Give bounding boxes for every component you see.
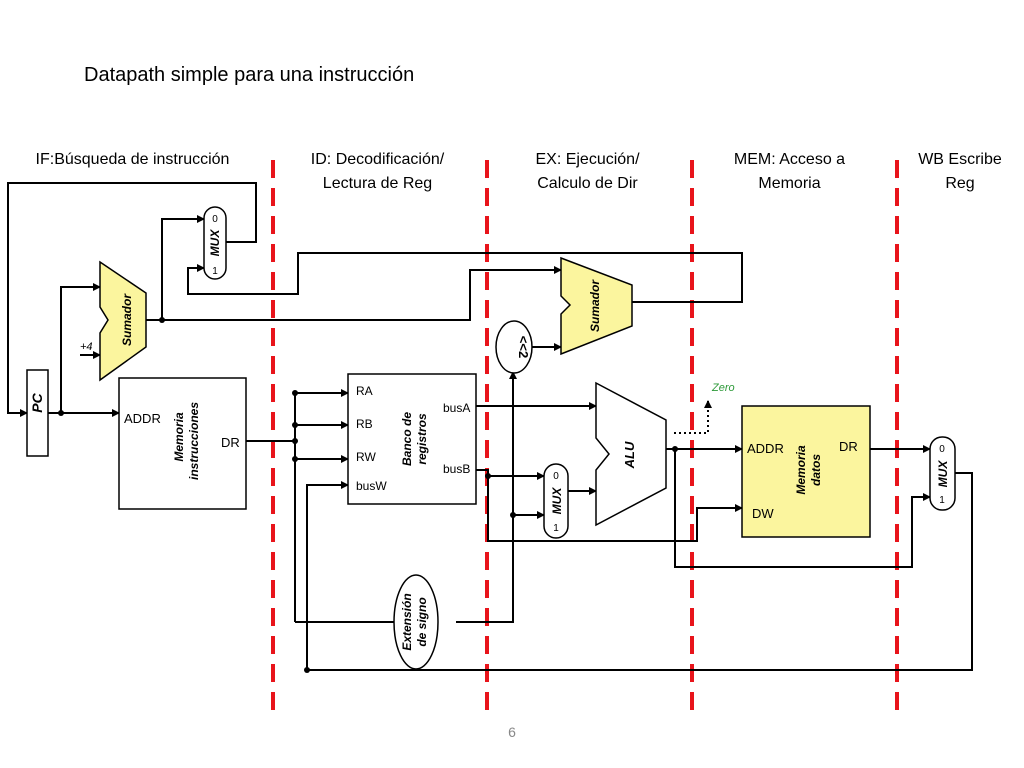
imem-dr-label: DR [221,435,240,450]
junctions [58,317,678,673]
stage-label-wb: WB Escribe Reg [918,151,1002,192]
mux-pc-label: MUX [208,229,222,257]
reg-rw: RW [356,450,376,464]
reg-busb: busB [443,462,470,476]
mux-pc-in0: 0 [212,214,218,225]
wire-adder-to-adder2 [162,266,562,321]
alu: ALU [595,381,667,527]
adder-ex-label: Sumador [588,279,602,332]
alu-label: ALU [622,441,637,469]
pc-register: PC [26,369,49,457]
wire-alu-to-mux1 [674,449,931,568]
sign-extend: Extensión de signo [393,574,439,670]
reg-label-2: registros [415,413,429,465]
stage-label-id: ID: Decodificación/ Lectura de Reg [310,151,445,192]
pc-label: PC [29,392,45,412]
mux-pc: 0 MUX 1 [203,206,227,280]
imem-addr-label: ADDR [124,411,161,426]
mux-alu: 0 MUX 1 [543,463,569,539]
signext-label-2: de signo [415,597,429,646]
mux-pc-in1: 1 [212,266,218,277]
signext-label-1: Extensión [400,593,414,650]
wire-wb-to-busw [306,472,973,671]
dmem-dw-label: DW [752,506,774,521]
mux-alu-in0: 0 [553,471,559,482]
imem-label-2: instrucciones [187,402,201,480]
mux-alu-label: MUX [550,487,564,515]
shift-label: <<2 [516,336,531,358]
reg-busa: busA [443,401,470,415]
wire-pc-to-adder [60,283,101,413]
mux-wb-label: MUX [936,460,950,488]
wire-busb-to-dw [487,476,743,542]
adder-ex: Sumador [560,256,633,356]
stage-label-mem: MEM: Acceso a Memoria [733,151,846,192]
mux-alu-in1: 1 [553,523,559,534]
stage-label-ex: EX: Ejecución/ Calculo de Dir [535,151,640,192]
shift-left-2: <<2 [495,320,533,374]
dmem-addr-label: ADDR [747,441,784,456]
dmem-dr-label: DR [839,439,858,454]
wires [7,182,973,671]
mux-wb: 0 MUX 1 [929,436,956,511]
stage-label-if: IF:Búsqueda de instrucción [35,151,230,168]
wire-adder-to-mux0 [146,215,205,321]
instruction-memory: ADDR DR Memoria instrucciones [118,377,247,510]
reg-busw: busW [356,479,387,493]
wire-zero-flag [674,400,712,434]
page-number: 6 [508,724,516,740]
wire-mux-to-pc [7,182,257,417]
reg-rb: RB [356,417,373,431]
slide-title: Datapath simple para una instrucción [84,64,415,86]
zero-label: Zero [711,382,735,394]
adder-if: Sumador [99,260,147,382]
mux-wb-in0: 0 [939,444,945,455]
plus4-label: +4 [80,341,93,353]
mux-wb-in1: 1 [939,495,945,506]
dmem-label-1: Memoria [794,445,808,495]
reg-label-1: Banco de [400,412,414,466]
adder-if-label: Sumador [120,293,134,346]
data-memory: ADDR DR DW Memoria datos [741,405,871,538]
imem-label-1: Memoria [172,412,186,462]
register-bank: RA RB RW busW busA busB Banco de registr… [347,373,477,505]
dmem-label-2: datos [809,454,823,486]
wire-adder2-to-mux1 [187,252,743,303]
reg-ra: RA [356,384,373,398]
wire-signext-out [456,371,517,623]
